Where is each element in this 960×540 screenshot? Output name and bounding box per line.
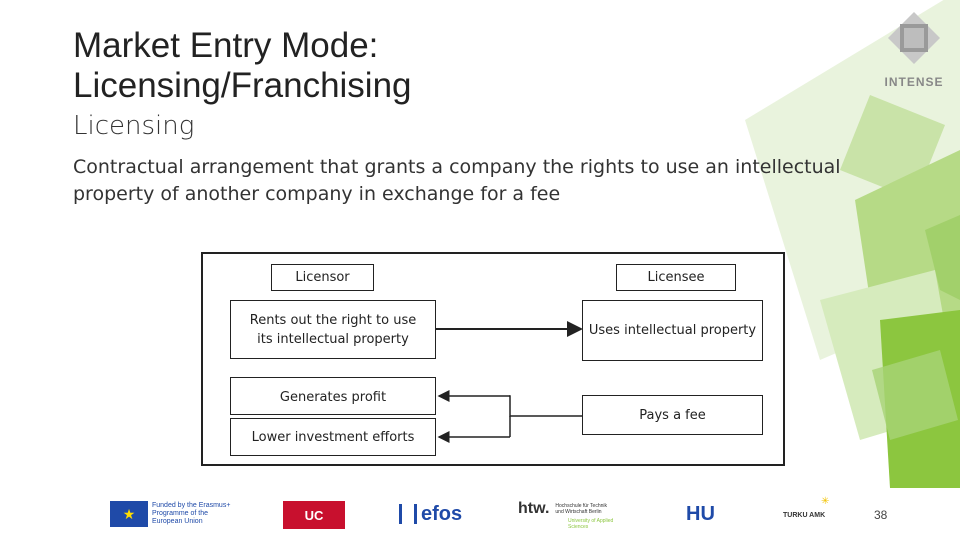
htw-logo: htw. Hochschule für Technik und Wirtscha…	[518, 500, 628, 532]
generates-profit-box: Generates profit	[230, 377, 436, 415]
licensee-role-box: Uses intellectual property	[582, 300, 763, 361]
turku-logo: TURKU AMK ✳	[783, 496, 833, 524]
hu-logo: HU	[686, 502, 732, 526]
fee-connector	[509, 395, 582, 417]
slide-body-text: Contractual arrangement that grants a co…	[73, 156, 841, 205]
slide-subtitle: Licensing	[73, 111, 195, 141]
intense-logo-mark	[888, 12, 940, 64]
intense-logo: INTENSE	[878, 10, 950, 90]
pays-fee-box: Pays a fee	[582, 395, 763, 435]
erasmus-logo-text: Funded by the Erasmus+ Programme of the …	[152, 502, 231, 525]
licensor-role-box: Rents out the right to use its intellect…	[230, 300, 436, 359]
licensor-label-box: Licensor	[271, 264, 374, 291]
partner-logo-bar: ★ Funded by the Erasmus+ Programme of th…	[0, 488, 960, 540]
htw-logo-text: htw.	[518, 500, 550, 517]
turku-star-icon: ✳	[821, 496, 830, 507]
htw-logo-subtext: Hochschule für Technik und Wirtschaft Be…	[555, 503, 608, 515]
page-number: 38	[874, 508, 888, 522]
uc-logo: UC	[283, 501, 345, 529]
hu-logo-text: HU	[686, 502, 715, 525]
uc-logo-text: UC	[304, 507, 324, 523]
slide-title: Market Entry Mode: Licensing/Franchising	[73, 26, 412, 106]
lower-investment-box: Lower investment efforts	[230, 418, 436, 456]
efos-logo: efos	[399, 498, 469, 530]
slide-title-line1: Market Entry Mode:	[73, 26, 379, 65]
licensee-label-box: Licensee	[616, 264, 736, 291]
eu-flag-icon: ★	[110, 501, 148, 527]
intense-logo-text: INTENSE	[884, 75, 944, 89]
erasmus-logo: ★ Funded by the Erasmus+ Programme of th…	[110, 500, 238, 528]
efos-bars-icon	[399, 504, 417, 524]
turku-logo-text: TURKU AMK	[783, 512, 826, 519]
slide-title-line2: Licensing/Franchising	[73, 66, 412, 105]
efos-logo-text: efos	[421, 502, 463, 525]
htw-logo-tagline: University of Applied Sciences	[568, 518, 614, 530]
